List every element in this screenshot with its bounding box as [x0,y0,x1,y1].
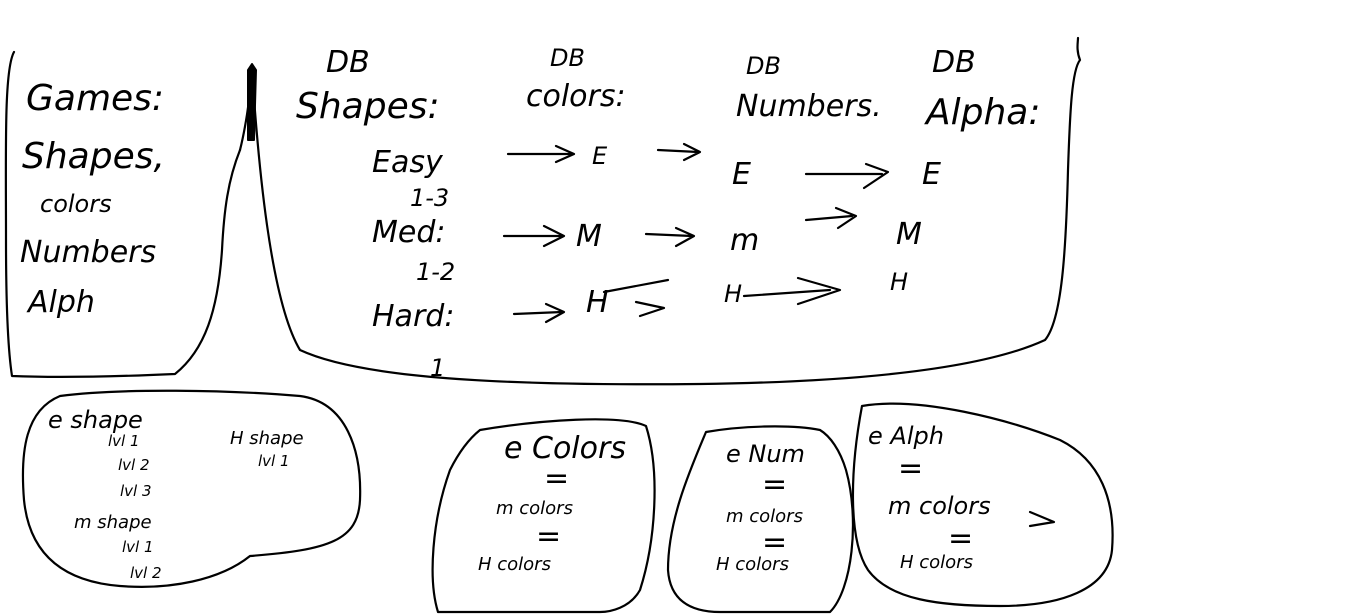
shape-med-header: m shape [74,512,152,533]
num-levels-group: e Num = m colors = H colors [666,425,855,614]
row-note-med: 1-2 [416,258,455,286]
games-box: Games: Shapes, colors Numbers Alph [4,50,242,378]
alph-eq-2: = [948,521,973,556]
db-label-shapes: DB [326,45,370,80]
shape-easy-header: e shape [48,406,143,434]
row-label-easy: Easy [372,145,444,180]
shape-hard-lvl1: lvl 1 [258,452,290,470]
arrow-med-1 [502,224,566,248]
col-header-shapes: Shapes: [296,86,440,127]
cell-hard-numbers: H [724,280,742,308]
num-levels-outline [666,425,855,614]
alph-easy: e Alph [868,422,944,450]
cell-hard-alpha: H [890,268,908,296]
cell-easy-colors: E [592,142,608,170]
cell-hard-colors: H [586,285,609,320]
arrow-easy-2 [656,142,702,162]
shape-med-lvl2: lvl 2 [130,564,162,582]
games-item-alph: Alph [26,285,95,320]
shape-levels-group: e shape lvl 1 lvl 2 lvl 3 m shape lvl 1 … [21,389,362,588]
arrow-hard-1 [512,302,566,324]
games-title: Games: [26,78,164,119]
alph-eq-1: = [898,451,923,486]
col-header-alpha: Alpha: [924,92,1041,133]
games-box-outline [4,50,242,378]
db-label-alpha: DB [932,45,976,80]
row-note-hard: 1 [430,354,445,382]
num-medium: m colors [726,506,803,527]
games-item-shapes: Shapes, [22,136,165,177]
games-item-numbers: Numbers [20,235,156,270]
shape-med-lvl1: lvl 1 [122,538,154,556]
shape-levels-outline [21,389,362,588]
cell-easy-numbers: E [732,157,751,192]
col-header-colors: colors: [526,79,626,114]
alph-medium-tail [1028,510,1056,528]
cell-easy-alpha: E [922,157,941,192]
shape-easy-lvl3: lvl 3 [120,482,152,500]
num-eq-2: = [762,525,787,560]
cell-med-numbers: m [730,223,759,258]
games-item-colors: colors [40,190,112,218]
db-box-outline [250,36,1082,386]
shape-easy-lvl1: lvl 1 [108,432,140,450]
db-label-numbers: DB [746,52,781,80]
colors-levels-outline [431,418,656,614]
db-label-colors: DB [550,44,585,72]
shape-easy-lvl2: lvl 2 [118,456,150,474]
colors-easy: e Colors [504,431,626,466]
shape-hard-header: H shape [230,428,304,449]
arrow-med-2 [644,226,696,248]
row-label-hard: Hard: [372,299,454,334]
colors-levels-group: e Colors = m colors = H colors [431,418,656,614]
colors-eq-2: = [536,519,561,554]
row-label-med: Med: [372,215,446,250]
alph-hard: H colors [900,552,973,573]
arrow-easy-1 [506,144,576,164]
colors-eq-1: = [544,461,569,496]
cell-med-colors: M [576,219,602,254]
colors-hard: H colors [478,554,551,575]
num-eq-1: = [762,467,787,502]
arrow-med-3 [804,206,858,230]
col-header-numbers: Numbers. [736,89,882,124]
colors-medium: m colors [496,498,573,519]
alph-levels-group: e Alph = m colors = H colors [851,402,1114,608]
cell-med-alpha: M [896,217,922,252]
arrow-hard-2 [602,278,670,318]
arrow-hard-3 [742,276,842,306]
alph-levels-outline [851,402,1114,608]
alph-medium: m colors [888,492,991,520]
arrow-easy-3 [804,162,890,190]
db-box: DB Shapes: DB colors: DB Numbers. DB Alp… [250,36,1082,386]
connector-line [238,68,254,152]
num-easy: e Num [726,440,805,468]
num-hard: H colors [716,554,789,575]
row-note-easy: 1-3 [410,184,449,212]
